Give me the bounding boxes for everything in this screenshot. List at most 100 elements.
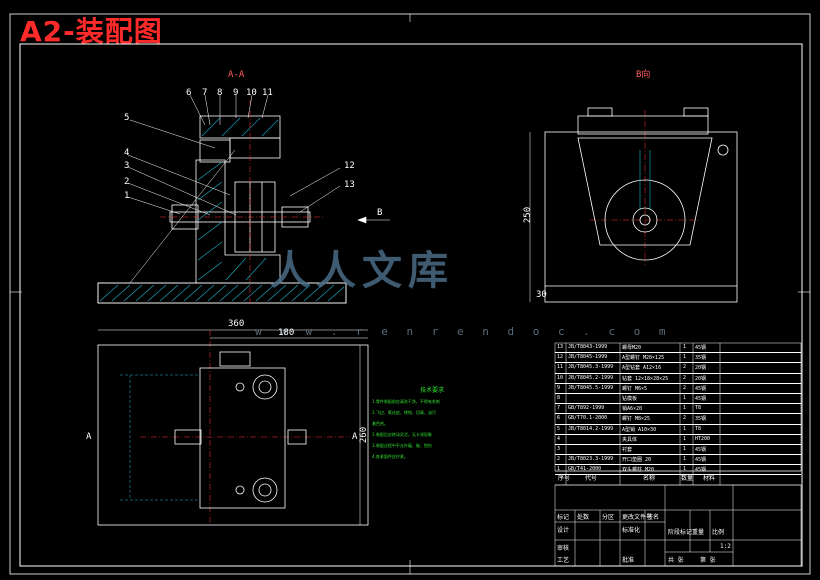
bom-cell: 45钢 xyxy=(695,457,707,464)
bom-header-cell: 代号 xyxy=(585,475,598,482)
bom-cell: JB/T8023.3-1999 xyxy=(568,456,614,463)
tb-label: 第 张 xyxy=(700,557,716,564)
dim-height: 250 xyxy=(523,206,534,224)
bom-header-cell: 序号 xyxy=(558,475,571,482)
bom-cell: 衬套 xyxy=(622,446,633,453)
bom-cell: GB/T41-2000 xyxy=(568,466,602,473)
dim-inner: 180 xyxy=(278,328,295,338)
bom-cell: 钻套 12×18×28×25 xyxy=(622,375,669,382)
bom-cell: 5 xyxy=(557,425,561,432)
section-label: A-A xyxy=(228,70,245,80)
view-marker-left: A xyxy=(86,432,92,442)
dim-side: 260 xyxy=(359,426,370,444)
bom-cell: JB/T8045-1999 xyxy=(568,354,608,361)
bom-header: 序号 代号 名称 数量 材料 xyxy=(555,473,801,483)
bom-cell: JB/T8045.5-1999 xyxy=(568,384,614,391)
tb-label: 签名 xyxy=(647,514,660,521)
part-number: 4 xyxy=(124,148,130,158)
bom-cell: 45钢 xyxy=(695,446,707,453)
bom-cell: 45钢 xyxy=(695,395,707,402)
bom-cell: A型螺钉 M20×125 xyxy=(622,355,665,362)
tb-label: 标准化 xyxy=(622,527,641,534)
bom-cell: T8 xyxy=(695,405,702,412)
bom-cell: 4 xyxy=(557,435,561,442)
bom-cell: HT200 xyxy=(695,435,711,442)
bom-header-cell: 名称 xyxy=(643,475,656,482)
tb-label: 阶段标记 xyxy=(668,529,693,536)
part-number: 8 xyxy=(217,88,223,98)
bom-cell: 35钢 xyxy=(695,355,707,362)
part-number: 9 xyxy=(233,88,239,98)
bom-cell: JB/T8045.2-1999 xyxy=(568,374,614,381)
note-line: 3.装配过程中不允许磕、碰、划伤 xyxy=(372,443,432,448)
bom-cell: 7 xyxy=(557,405,561,412)
note-line: 2.飞边、氧化皮、锈蚀、切屑、油污 xyxy=(372,410,436,415)
part-number: 12 xyxy=(344,161,355,171)
bom-cell: 2 xyxy=(683,384,687,391)
bom-cell: 1 xyxy=(683,435,687,442)
bom-cell: 1 xyxy=(683,466,687,473)
part-number: 5 xyxy=(124,113,130,123)
bom-cell: 开口垫圈 20 xyxy=(622,457,652,464)
bom-cell: 螺母M20 xyxy=(622,345,642,351)
bom-cell: 1 xyxy=(683,354,687,361)
bom-cell: JB/T8043-1999 xyxy=(568,344,608,350)
part-number: 1 xyxy=(124,191,130,201)
bom-cell: 夹具体 xyxy=(622,436,638,443)
bom-cell: A型钻套 A12×16 xyxy=(622,365,662,372)
top-view-hidden xyxy=(120,374,200,501)
bom-cell: 2 xyxy=(683,415,687,422)
bom-row: 3 衬套 1 45钢 xyxy=(555,445,801,456)
tb-label: 工艺 xyxy=(557,557,570,564)
tb-label: 分区 xyxy=(602,514,615,521)
part-number: 2 xyxy=(124,177,130,187)
bom-cell: 螺钉 M6×5 xyxy=(622,385,648,392)
part-number: 11 xyxy=(262,88,273,98)
bom-header-cell: 数量 xyxy=(681,475,694,482)
tb-label: 更改文件号 xyxy=(622,514,653,521)
dim-base: 30 xyxy=(536,290,547,300)
watermark-url: w w w . r e n r e n d o c . c o m xyxy=(255,325,672,338)
notes-title: 技术要求 xyxy=(419,387,444,394)
bom-cell: 1 xyxy=(683,405,687,412)
bom-cell: 2 xyxy=(683,364,687,371)
bom-cell: JB/T8014.2-1999 xyxy=(568,425,614,432)
bom-cell: 1 xyxy=(683,445,687,452)
bom-cell: 销A6×20 xyxy=(622,406,643,413)
note-line: 2.装配后应转动灵活，无卡滞现象 xyxy=(372,432,432,437)
bom-cell: 螺钉 M8×25 xyxy=(622,416,651,423)
bom-cell: 11 xyxy=(557,364,564,371)
tb-label: 审核 xyxy=(557,545,570,552)
bom-cell: JB/T8045.3-1999 xyxy=(568,364,614,371)
bom-cell: 35钢 xyxy=(695,416,707,423)
tb-label: 重量 xyxy=(692,529,705,536)
bom-cell: 1 xyxy=(683,425,687,432)
bom-cell: 12 xyxy=(557,354,564,361)
bom-cell: 1 xyxy=(557,466,561,473)
view-marker-right: A xyxy=(352,432,358,442)
view-label: B向 xyxy=(636,70,651,80)
leader-lines xyxy=(127,94,341,284)
bom-cell: 1 xyxy=(683,344,687,350)
watermark-logo: 人人文库 xyxy=(270,248,454,294)
part-number: 3 xyxy=(124,161,130,171)
direction-label: B xyxy=(377,208,383,218)
dimension-lines xyxy=(98,132,531,525)
section-hatch xyxy=(99,117,345,302)
b-view xyxy=(544,107,738,303)
tb-label: 设计 xyxy=(557,527,570,534)
view-arrow xyxy=(357,216,390,224)
note-line: 1.零件装配前应清洗干净，不得有毛刺 xyxy=(372,399,440,404)
bom-cell: 20钢 xyxy=(695,375,707,382)
bom-cell: 3 xyxy=(557,445,561,452)
tb-scale: 1:2 xyxy=(720,543,731,550)
